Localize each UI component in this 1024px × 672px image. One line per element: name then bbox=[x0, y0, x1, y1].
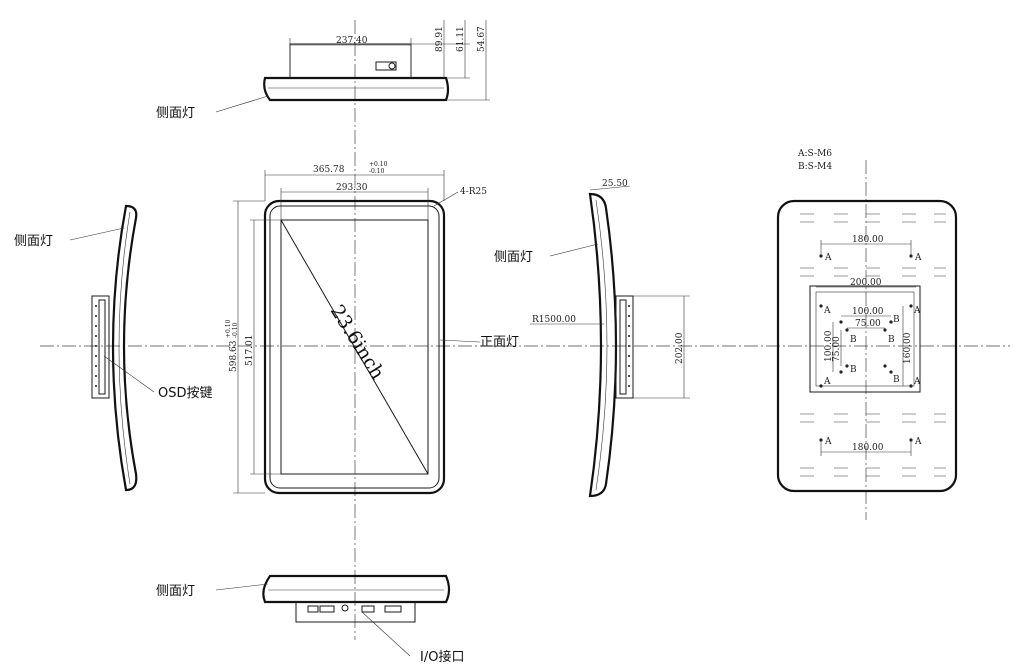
svg-text:A: A bbox=[914, 253, 922, 263]
label-side-light-bottom: 侧面灯 bbox=[156, 584, 195, 599]
right-side-body bbox=[588, 192, 618, 498]
legend-hole-b: B:S-M4 bbox=[798, 162, 832, 172]
svg-text:+0.10: +0.10 bbox=[369, 161, 388, 168]
label-osd-keys: OSD按键 bbox=[158, 386, 213, 401]
dim-corner-radius: 4-R25 bbox=[460, 187, 487, 197]
dim-a-height: 160.00 bbox=[903, 332, 913, 364]
dim-b-width-1: 100.00 bbox=[852, 307, 884, 317]
top-view-io-box bbox=[289, 43, 412, 79]
svg-text:A: A bbox=[913, 306, 921, 316]
left-osd-dots bbox=[95, 305, 97, 387]
bottom-io-box bbox=[295, 601, 416, 623]
dim-side-bracket: 202.00 bbox=[675, 332, 685, 364]
bottom-view-body bbox=[262, 574, 451, 604]
label-front-light: 正面灯 bbox=[480, 335, 519, 350]
svg-text:A: A bbox=[824, 253, 832, 263]
svg-text:A: A bbox=[824, 437, 832, 447]
front-view: 23.6inch 365.78 +0.10 -0.10 293.30 4-R25… bbox=[225, 161, 519, 495]
svg-text:-0.10: -0.10 bbox=[232, 322, 239, 338]
top-view: 237.40 89.91 61.11 54.67 侧面灯 bbox=[156, 20, 490, 121]
dim-top-width: 237.40 bbox=[336, 36, 368, 46]
right-io-dots bbox=[628, 305, 630, 387]
label-side-light-left: 侧面灯 bbox=[14, 234, 53, 249]
svg-text:B: B bbox=[850, 365, 857, 375]
dim-top-h2: 61.11 bbox=[456, 26, 466, 52]
dim-b-height-1: 100.00 bbox=[824, 330, 834, 362]
label-io-port: I/O接口 bbox=[420, 649, 464, 665]
dim-inner-width: 293.30 bbox=[336, 183, 368, 193]
svg-text:B: B bbox=[893, 315, 900, 325]
back-view: A:S-M6 B:S-M4 A A 180.00 A A 180.00 200.… bbox=[776, 149, 958, 493]
back-vent-rows bbox=[800, 213, 946, 477]
dim-outer-height: 598.63 bbox=[229, 340, 239, 372]
screen-size-label: 23.6inch bbox=[326, 301, 389, 383]
dim-side-radius: R1500.00 bbox=[532, 315, 576, 325]
svg-text:A: A bbox=[823, 306, 831, 316]
back-outer-frame bbox=[776, 199, 958, 493]
svg-text:B: B bbox=[888, 335, 895, 345]
svg-text:B: B bbox=[893, 375, 900, 385]
svg-text:B: B bbox=[850, 335, 857, 345]
left-osd-box bbox=[91, 295, 110, 399]
label-side-light-top: 侧面灯 bbox=[156, 106, 195, 121]
svg-text:+0.10: +0.10 bbox=[225, 319, 232, 338]
right-side-view: 25.50 R1500.00 202.00 侧面灯 bbox=[494, 179, 690, 498]
right-io-box bbox=[615, 295, 634, 399]
dim-b-height-2: 75.00 bbox=[832, 336, 842, 362]
svg-text:A: A bbox=[913, 377, 921, 387]
dim-a-spacing-bottom: 180.00 bbox=[852, 443, 884, 453]
dim-a-spacing-top: 180.00 bbox=[852, 235, 884, 245]
bottom-view: 侧面灯 I/O接口 bbox=[156, 574, 464, 665]
svg-text:A: A bbox=[823, 377, 831, 387]
left-side-body bbox=[111, 204, 138, 492]
screen-diagonal bbox=[280, 219, 429, 475]
dim-outer-width: 365.78 bbox=[313, 165, 345, 175]
top-view-body bbox=[263, 76, 450, 102]
dim-b-width-2: 75.00 bbox=[855, 319, 881, 329]
dim-top-h1: 89.91 bbox=[435, 26, 445, 52]
svg-text:-0.10: -0.10 bbox=[369, 168, 385, 175]
dim-top-h3: 54.67 bbox=[477, 26, 487, 52]
left-side-view: 侧面灯 OSD按键 bbox=[14, 204, 213, 492]
front-outer-frame bbox=[263, 199, 446, 495]
dim-frame-width: 200.00 bbox=[850, 278, 882, 288]
label-side-light-right: 侧面灯 bbox=[494, 250, 533, 265]
back-mount-frame bbox=[809, 285, 921, 393]
front-screen bbox=[280, 219, 429, 475]
dim-side-depth: 25.50 bbox=[602, 179, 628, 189]
svg-text:A: A bbox=[914, 437, 922, 447]
dim-inner-height: 517.01 bbox=[245, 335, 255, 367]
legend-hole-a: A:S-M6 bbox=[797, 149, 832, 159]
